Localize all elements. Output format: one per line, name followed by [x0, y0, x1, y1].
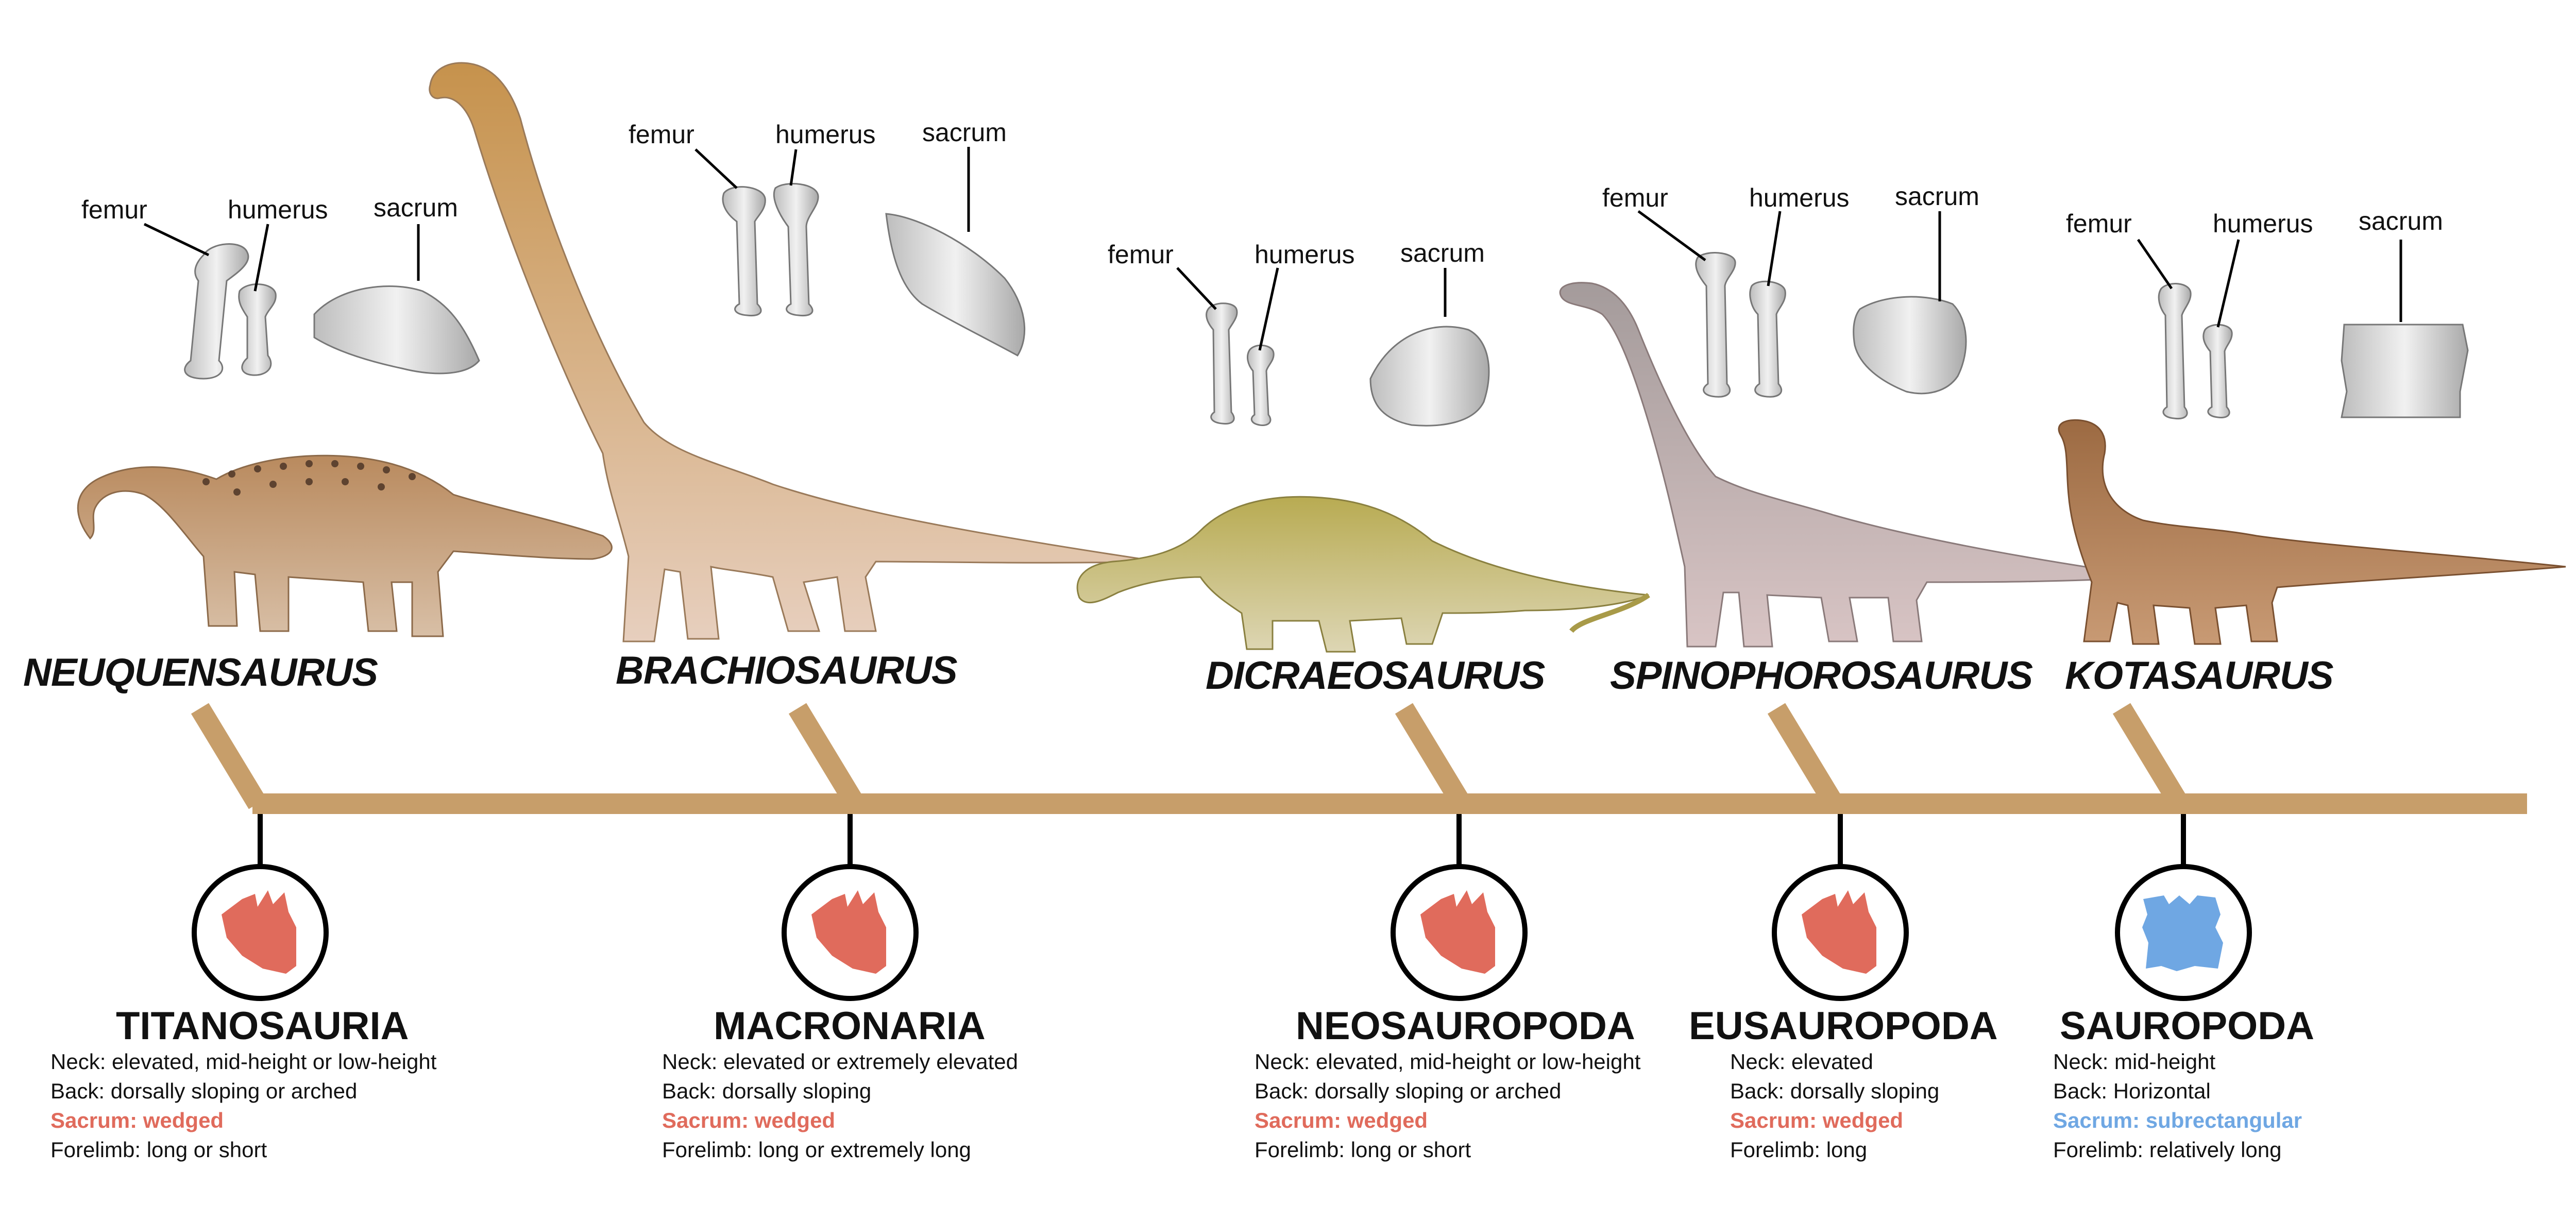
trait-back: Back: dorsally sloping or arched [50, 1079, 358, 1103]
trait-forelimb: Forelimb: long or short [1255, 1138, 1471, 1162]
brachiosaurus-bones [722, 183, 1026, 357]
trait-neck: Neck: elevated, mid-height or low-height [1255, 1049, 1641, 1074]
branch-neuquensaurus [191, 703, 267, 809]
humerus-label: humerus [228, 195, 328, 224]
kotasaurus-humerus [2202, 324, 2233, 419]
dicraeosaurus-femur [1206, 302, 1238, 425]
trait-forelimb: Forelimb: relatively long [2053, 1138, 2282, 1162]
brachiosaurus-humerus [773, 183, 819, 317]
clade-name-titanosauria: TITANOSAURIA [116, 1004, 409, 1048]
sacrum-label: sacrum [922, 118, 1007, 147]
branch-dicraeosaurus [1395, 703, 1471, 809]
genus-name-dicraeosaurus: DICRAEOSAURUS [1206, 654, 1545, 698]
trait-back: Back: dorsally sloping or arched [1255, 1079, 1562, 1103]
kotasaurus-femur [2158, 283, 2192, 420]
trait-neck: Neck: elevated [1730, 1049, 1873, 1074]
clade-name-eusauropoda: EUSAUROPODA [1689, 1004, 1998, 1048]
trait-sacrum: Sacrum: wedged [1255, 1108, 1428, 1132]
trait-neck: Neck: elevated or extremely elevated [662, 1049, 1019, 1074]
trait-list-neosauropoda: Neck: elevated, mid-height or low-height… [1255, 1047, 1640, 1164]
trait-list-eusauropoda: Neck: elevated Back: dorsally sloping Sa… [1730, 1047, 1939, 1164]
humerus-label: humerus [1749, 183, 1850, 212]
humerus-label: humerus [2213, 209, 2313, 238]
spinophorosaurus-sacrum [1853, 296, 1967, 395]
wedged-sacrum-icon [222, 890, 296, 974]
subrectangular-sacrum-icon [2142, 895, 2223, 971]
dicraeosaurus-sacrum [1369, 326, 1490, 427]
trait-list-macronaria: Neck: elevated or extremely elevated Bac… [662, 1047, 1018, 1164]
trait-neck: Neck: mid-height [2053, 1049, 2216, 1074]
genus-name-kotasaurus: KOTASAURUS [2065, 654, 2334, 698]
sacrum-label: sacrum [2359, 207, 2443, 235]
wedged-sacrum-icon [811, 890, 886, 974]
sacrum-label: sacrum [1895, 182, 1979, 211]
neuquensaurus-femur [184, 243, 249, 380]
trait-sacrum: Sacrum: subrectangular [2053, 1108, 2302, 1132]
brachiosaurus-femur [722, 186, 766, 317]
femur-label: femur [1602, 183, 1668, 212]
neuquensaurus-bones [184, 243, 480, 380]
trait-back: Back: Horizontal [2053, 1079, 2211, 1103]
femur-label: femur [2066, 209, 2132, 238]
neuquensaurus-illustration [77, 454, 613, 637]
neuquensaurus-humerus [238, 283, 277, 376]
trait-forelimb: Forelimb: long or short [50, 1138, 267, 1162]
wedged-sacrum-icon [1802, 890, 1876, 974]
genus-name-spinophorosaurus: SPINOPHOROSAURUS [1610, 654, 2033, 698]
branch-brachiosaurus [788, 703, 865, 809]
sacrum-label: sacrum [1400, 239, 1485, 267]
clade-name-neosauropoda: NEOSAUROPODA [1296, 1004, 1635, 1048]
dicraeosaurus-bones [1206, 302, 1490, 427]
kotasaurus-sacrum [2341, 324, 2469, 418]
dicraeosaurus-illustration [1076, 496, 1650, 653]
trait-list-titanosauria: Neck: elevated, mid-height or low-height… [50, 1047, 436, 1164]
trait-sacrum: Sacrum: wedged [50, 1108, 224, 1132]
branch-kotasaurus [2112, 703, 2189, 809]
genus-name-brachiosaurus: BRACHIOSAURUS [616, 649, 958, 692]
trait-neck: Neck: elevated, mid-height or low-height [50, 1049, 437, 1074]
trait-forelimb: Forelimb: long or extremely long [662, 1138, 971, 1162]
clade-name-sauropoda: SAUROPODA [2060, 1004, 2315, 1048]
trait-sacrum: Sacrum: wedged [1730, 1108, 1904, 1132]
spinophorosaurus-humerus [1749, 280, 1786, 398]
femur-label: femur [81, 195, 147, 224]
trait-sacrum: Sacrum: wedged [662, 1108, 836, 1132]
femur-label: femur [629, 120, 694, 149]
clade-name-macronaria: MACRONARIA [714, 1004, 986, 1048]
dicraeosaurus-humerus [1247, 344, 1275, 427]
kotasaurus-bones [2158, 283, 2469, 420]
trait-list-sauropoda: Neck: mid-height Back: Horizontal Sacrum… [2053, 1047, 2302, 1164]
cladogram-tree [191, 703, 2527, 814]
humerus-label: humerus [775, 120, 876, 149]
brachiosaurus-illustration [429, 62, 1160, 642]
femur-label: femur [1108, 240, 1174, 269]
humerus-label: humerus [1255, 240, 1355, 269]
sacrum-label: sacrum [374, 193, 458, 222]
clade-nodes [192, 814, 2252, 1001]
trait-back: Back: dorsally sloping [1730, 1079, 1940, 1103]
wedged-sacrum-icon [1420, 890, 1495, 974]
trait-forelimb: Forelimb: long [1730, 1138, 1868, 1162]
neuquensaurus-sacrum [313, 285, 480, 375]
spinophorosaurus-femur [1695, 252, 1736, 398]
spinophorosaurus-bones [1695, 252, 1967, 398]
brachiosaurus-sacrum [885, 213, 1026, 357]
sacrum-icons [222, 890, 2223, 974]
branch-spinophorosaurus [1767, 703, 1843, 809]
trait-back: Back: dorsally sloping [662, 1079, 872, 1103]
kotasaurus-illustration [2058, 419, 2566, 645]
bone-leader-lines [143, 147, 2402, 351]
genus-name-neuquensaurus: NEUQUENSAURUS [23, 651, 378, 694]
